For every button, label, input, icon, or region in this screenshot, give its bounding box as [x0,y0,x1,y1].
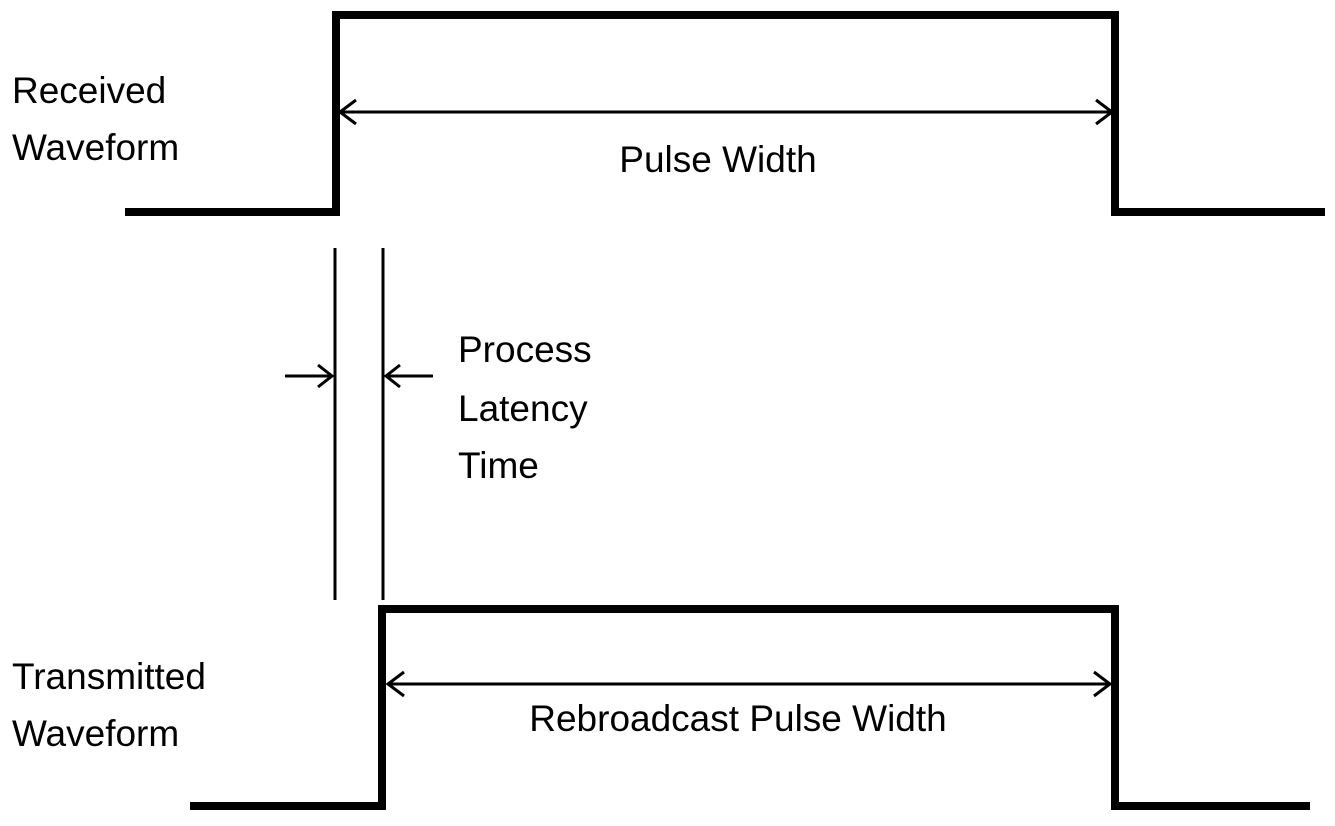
latency-label-line3: Time [458,445,539,486]
received-waveform-label-line2: Waveform [12,127,179,168]
rebroadcast-pulse-width-arrow-left [385,670,405,698]
latency-label-line2: Latency [458,388,588,429]
rebroadcast-pulse-width-arrow-right [1093,670,1113,698]
latency-label-line1: Process [458,329,592,370]
latency-arrow-left-head [317,363,335,389]
latency-arrow-right-head [383,363,401,389]
pulse-width-arrow-left [337,98,357,126]
rebroadcast-pulse-width-label: Rebroadcast Pulse Width [529,698,946,739]
transmitted-waveform-label-line2: Waveform [12,713,179,754]
transmitted-waveform [190,605,1310,810]
pulse-width-arrow-right [1095,98,1115,126]
transmitted-waveform-group: Rebroadcast Pulse Width Transmitted Wave… [12,605,1310,810]
pulse-width-label: Pulse Width [619,139,816,180]
received-waveform [125,11,1325,216]
received-waveform-label-line1: Received [12,70,166,111]
transmitted-waveform-label-line1: Transmitted [12,656,206,697]
received-waveform-group: Pulse Width Received Waveform [12,11,1325,216]
latency-marker-group: Process Latency Time [285,248,592,600]
